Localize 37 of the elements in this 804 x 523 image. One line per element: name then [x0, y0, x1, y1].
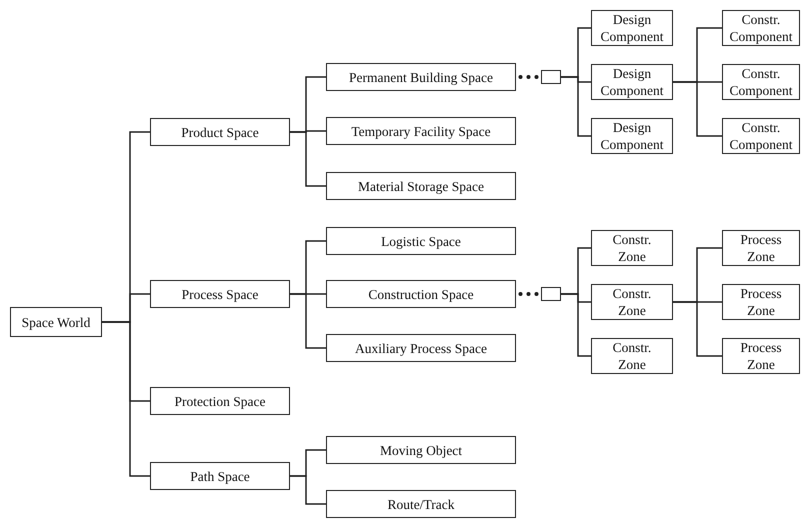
category-box: Constr. Zone [591, 230, 673, 266]
category-box: Protection Space [150, 387, 290, 415]
category-box: Process Zone [722, 284, 800, 320]
category-box: Auxiliary Process Space [326, 334, 516, 362]
category-box: Constr. Zone [591, 338, 673, 374]
category-box: Process Zone [722, 338, 800, 374]
ellipsis-connector [518, 292, 538, 296]
category-box: Constr. Component [722, 10, 800, 46]
category-box: Material Storage Space [326, 172, 516, 200]
category-box: Product Space [150, 118, 290, 146]
connector-line [290, 293, 326, 349]
category-box: Temporary Facility Space [326, 117, 516, 145]
category-box: Design Component [591, 64, 673, 100]
empty-box [541, 287, 561, 301]
category-box: Process Space [150, 280, 290, 308]
category-box: Constr. Component [722, 64, 800, 100]
category-box: Route/Track [326, 490, 516, 518]
connector-line [673, 81, 722, 137]
category-box: Path Space [150, 462, 290, 490]
category-box: Logistic Space [326, 227, 516, 255]
ellipsis-connector [518, 75, 538, 79]
category-box: Space World [10, 307, 102, 337]
connector-line [673, 301, 722, 357]
category-box: Moving Object [326, 436, 516, 464]
category-box: Process Zone [722, 230, 800, 266]
category-box: Design Component [591, 118, 673, 154]
category-box: Design Component [591, 10, 673, 46]
connector-line [290, 131, 326, 187]
empty-box [541, 70, 561, 84]
connector-line [290, 475, 326, 505]
category-box: Constr. Zone [591, 284, 673, 320]
category-box: Constr. Component [722, 118, 800, 154]
connector-line [561, 76, 591, 137]
category-box: Construction Space [326, 280, 516, 308]
category-box: Permanent Building Space [326, 63, 516, 91]
connector-line [102, 321, 150, 477]
connector-line [561, 293, 591, 357]
